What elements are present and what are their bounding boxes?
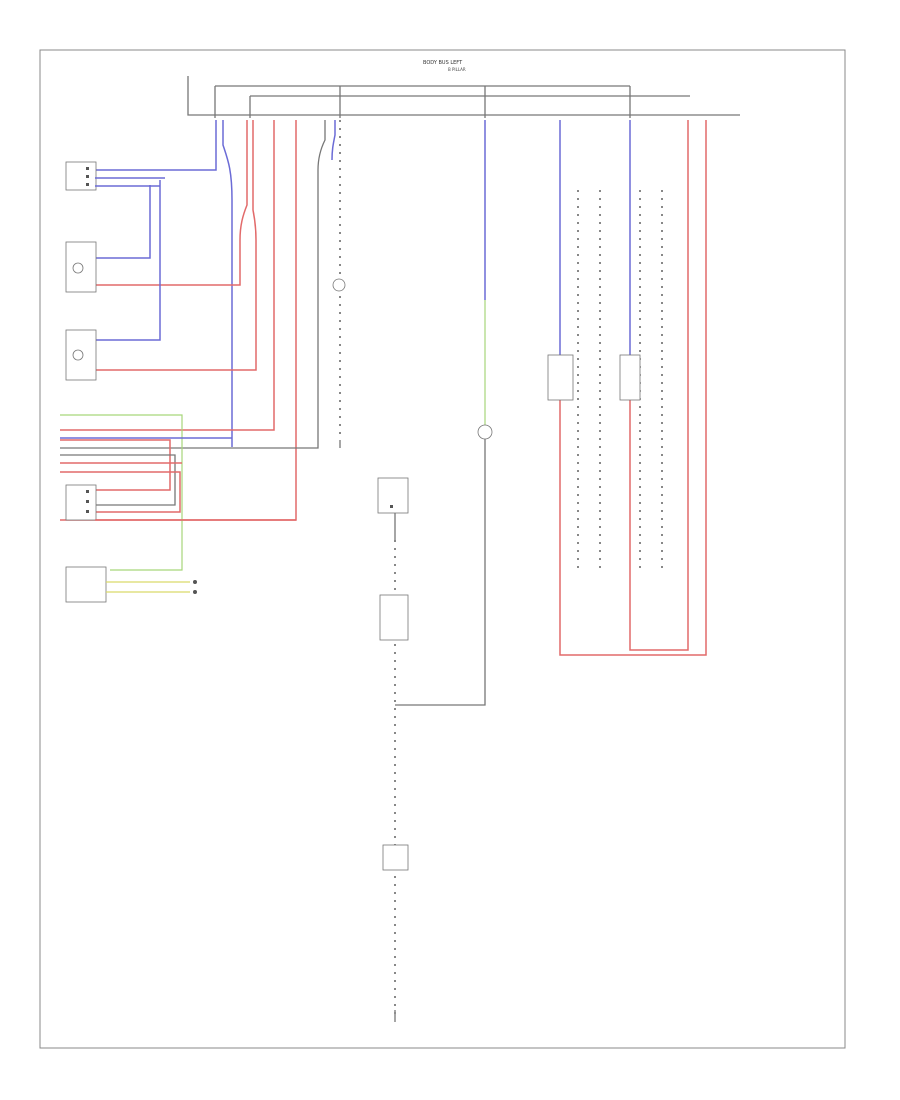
rear-left-connector (65, 566, 197, 603)
left-joint-connector (60, 414, 232, 571)
diagram-frame (39, 49, 846, 1049)
left-map-lamp (377, 477, 409, 514)
mid-left-connector (65, 484, 296, 521)
front-door-switch (65, 241, 97, 293)
right-harness (547, 120, 707, 656)
right-module-1 (547, 354, 574, 401)
rear-door-switch (65, 329, 97, 381)
lower-center-column (379, 513, 409, 1022)
top-bus (187, 76, 740, 118)
left-connector (65, 161, 165, 191)
center-column (395, 120, 493, 706)
right-module-2 (619, 354, 641, 401)
bus-sublabel: B PILLAR (448, 67, 466, 72)
bus-label: BODY BUS LEFT (423, 60, 463, 66)
left-harness (60, 120, 336, 521)
dome-switch-column (332, 120, 346, 448)
